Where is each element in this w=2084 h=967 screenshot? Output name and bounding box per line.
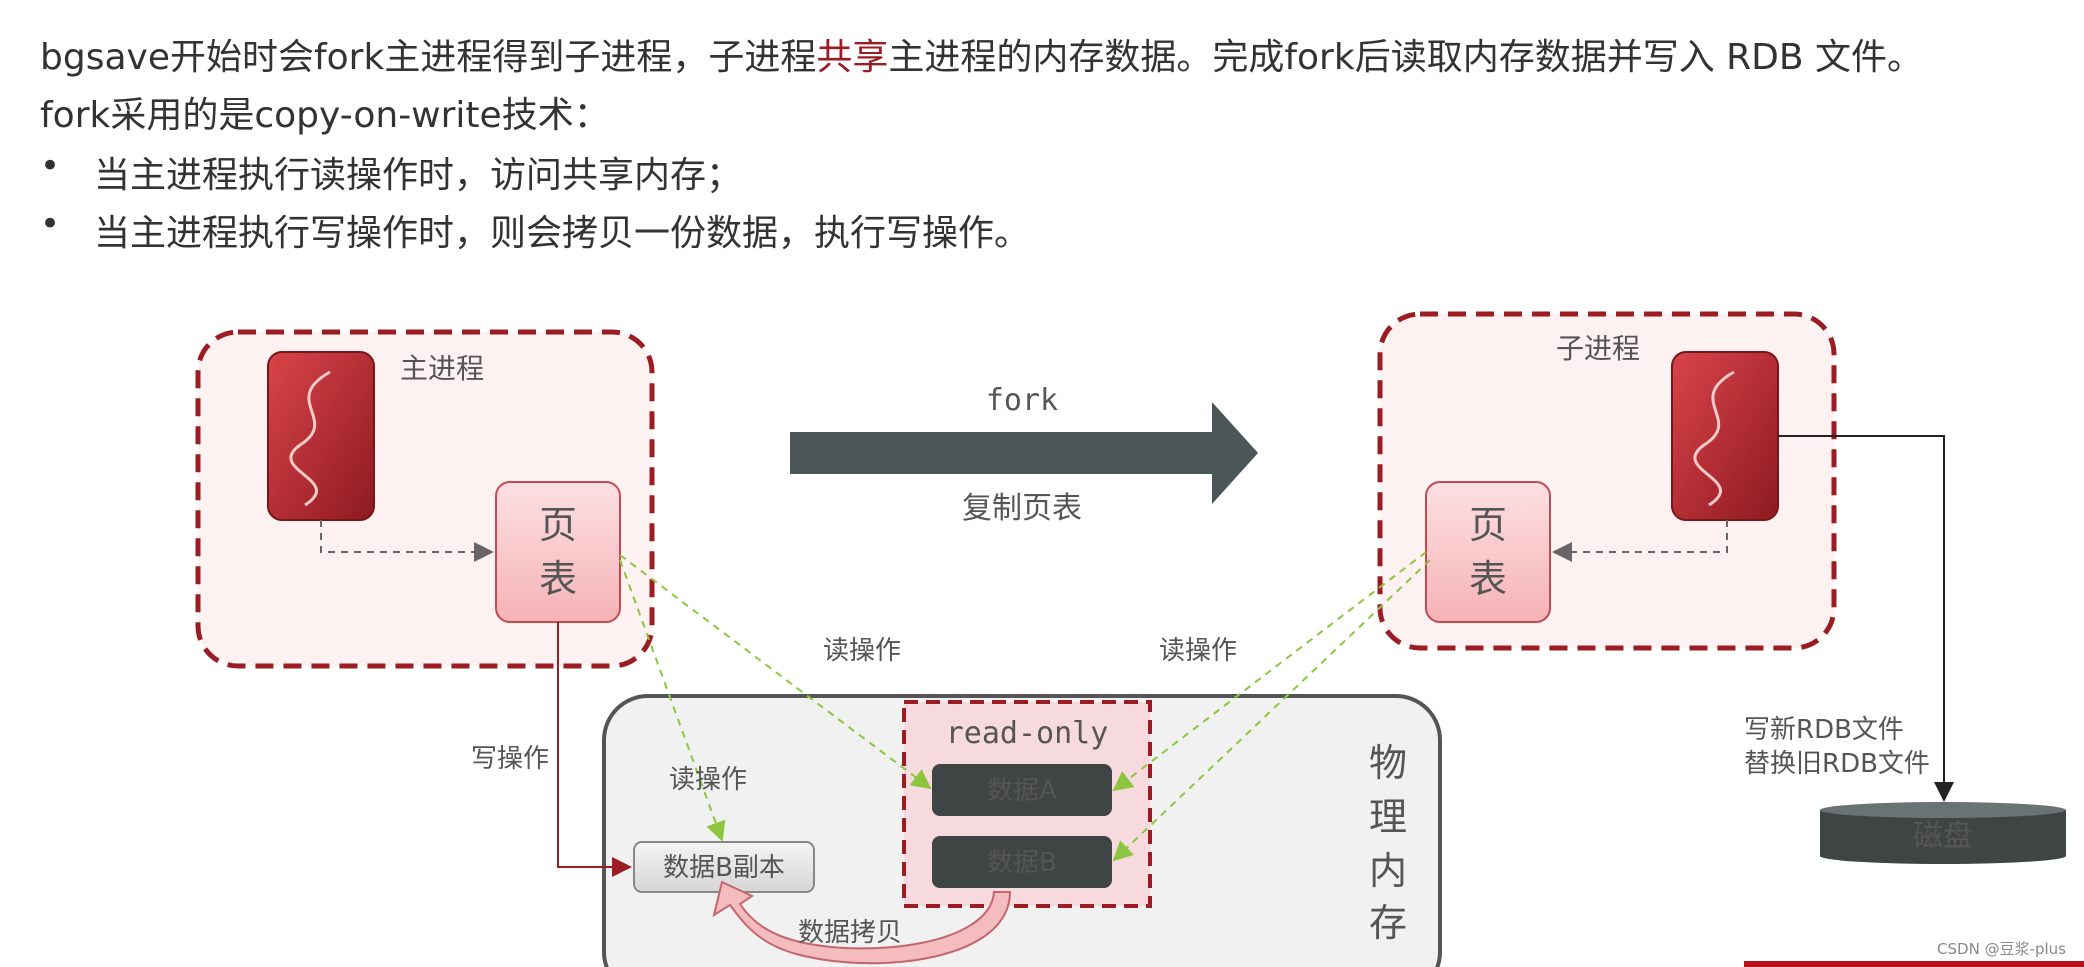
physical-memory-char-3: 内 [1369,849,1407,893]
data-a-label: 数据A [987,776,1057,806]
bullet-item-write: 当主进程执行写操作时，则会拷贝一份数据，执行写操作。 [94,213,1031,254]
physical-memory-char-4: 存 [1369,901,1407,945]
intro-text-a: bgsave开始时会fork主进程得到子进程，子进程 [40,37,817,78]
child-read-to-data-a-arrow [1112,551,1427,792]
physical-memory-char-2: 理 [1369,795,1407,839]
highlight-shared: 共享 [816,37,889,78]
child-process-label: 子进程 [1556,332,1640,365]
physical-memory-char-1: 物 [1369,741,1407,785]
rdb-write-label: 写新RDB文件 [1744,715,1904,745]
fork-label: fork [986,383,1058,418]
read-op-right-label: 读操作 [1159,636,1237,666]
disk-label: 磁盘 [1913,819,1973,854]
write-op-arrow [557,622,632,877]
data-copy-arrow [712,880,1012,965]
intro-line-2: fork采用的是copy-on-write技术： [40,95,610,136]
read-op-inner-label: 读操作 [669,765,747,795]
fork-arrow [790,402,1258,504]
main-page-table: 页 表 [495,481,621,623]
main-read-to-data-b-copy-arrow [619,559,726,842]
main-page-table-char-2: 表 [539,557,577,601]
child-to-disk-arrow [1778,435,1954,802]
watermark-credit: CSDN @豆浆-plus [1937,940,2066,958]
read-only-label: read-only [946,716,1109,751]
read-op-left-label: 读操作 [823,636,901,666]
main-process-to-page-table-arrow [320,520,494,562]
rdb-replace-label: 替换旧RDB文件 [1744,749,1930,779]
bullet-dot-icon: • [40,204,61,244]
bullet-dot-icon: • [40,146,61,186]
write-op-label: 写操作 [471,744,549,774]
child-page-table: 页 表 [1425,481,1551,623]
disk-icon [1820,802,2066,864]
child-process-icon [1671,351,1779,521]
bottom-accent-bar [1744,961,2084,967]
child-page-table-char-2: 表 [1469,557,1507,601]
child-process-to-page-table-arrow [1552,520,1728,562]
main-process-icon [267,351,375,521]
data-copy-label: 数据拷贝 [798,918,902,948]
intro-text-b: 主进程的内存数据。完成fork后读取内存数据并写入 RDB 文件。 [888,37,1924,78]
data-b-box [932,836,1112,888]
intro-line-1: bgsave开始时会fork主进程得到子进程，子进程共享主进程的内存数据。完成f… [40,28,1923,80]
main-process-label: 主进程 [400,352,484,385]
data-a-box [932,764,1112,816]
child-page-table-char-1: 页 [1469,503,1507,547]
data-b-copy-label: 数据B副本 [663,853,785,883]
data-b-label: 数据B [987,848,1057,878]
main-page-table-char-1: 页 [539,503,577,547]
copy-page-table-label: 复制页表 [962,491,1082,526]
bullet-item-read: 当主进程执行读操作时，访问共享内存； [94,155,743,196]
